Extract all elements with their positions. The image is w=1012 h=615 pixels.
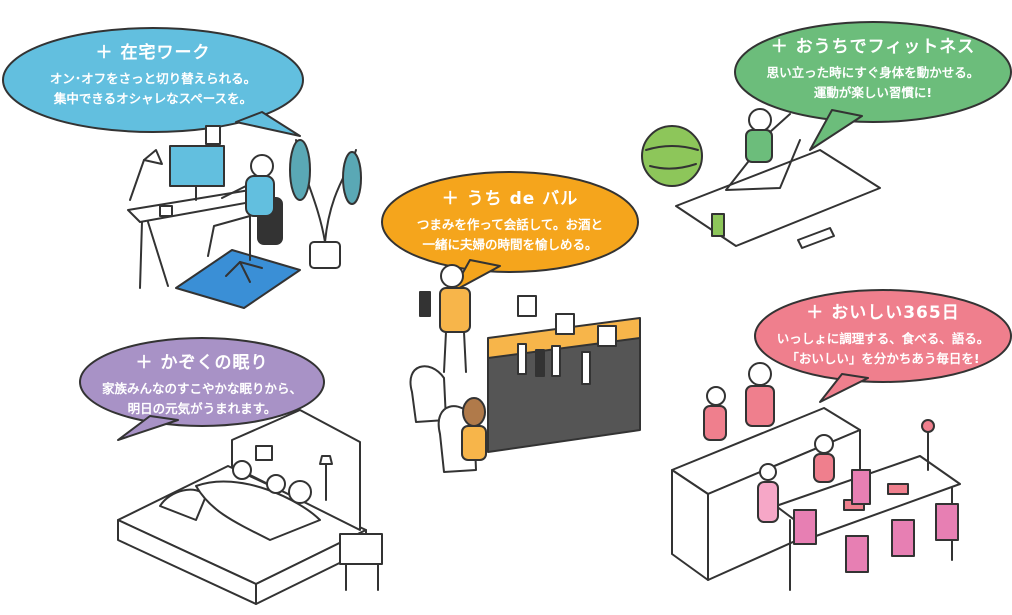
bed-illustration [117, 409, 383, 605]
bubble-fitness-line1: 思い立った時にすぐ身体を動かせる。 [766, 65, 980, 80]
bubble-work: ＋ 在宅ワーク オン･オフをさっと切り替えられる。 集中できるオシャレなスペース… [8, 38, 298, 109]
bubble-eat-line1: いっしょに調理する、食べる、語る。 [776, 331, 990, 346]
bubble-sleep-title: ＋ かぞくの眠り [135, 353, 269, 373]
bubble-bar-shape [381, 171, 639, 293]
bubble-work-title: ＋ 在宅ワーク [95, 43, 211, 63]
kitchen-illustration [671, 362, 961, 591]
bubble-work-line2: 集中できるオシャレなスペースを。 [53, 91, 253, 106]
bubble-fitness-shape [734, 21, 1012, 151]
bubble-bar-title: ＋ うち de バル [441, 189, 579, 209]
desk-illustration [127, 125, 362, 309]
bubble-work-shape [2, 27, 304, 137]
bubble-bar: ＋ うち de バル つまみを作って会話して。お酒と 一緒に夫婦の時間を愉しめる… [390, 184, 630, 255]
bubble-fitness: ＋ おうちでフィットネス 思い立った時にすぐ身体を動かせる。 運動が楽しい習慣に… [742, 32, 1004, 103]
bubble-bar-line1: つまみを作って会話して。お酒と [416, 217, 604, 232]
bubble-sleep-line2: 明日の元気がうまれます。 [127, 401, 277, 416]
bubble-fitness-line2: 運動が楽しい習慣に! [813, 85, 933, 100]
bubble-sleep-shape [79, 337, 325, 441]
bubble-fitness-title: ＋ おうちでフィットネス [770, 37, 976, 57]
bar-illustration [409, 264, 641, 473]
bubble-eat-shape [754, 289, 1012, 403]
bubble-sleep: ＋ かぞくの眠り 家族みんなのすこやかな眠りから、 明日の元気がうまれます。 [88, 348, 316, 419]
bubble-sleep-line1: 家族みんなのすこやかな眠りから、 [101, 381, 302, 396]
bubble-eat-title: ＋ おいしい365日 [806, 303, 960, 323]
bubble-work-line1: オン･オフをさっと切り替えられる。 [49, 71, 257, 86]
bubble-bar-line2: 一緒に夫婦の時間を愉しめる。 [422, 237, 598, 252]
bubble-eat: ＋ おいしい365日 いっしょに調理する、食べる、語る。 「おいしい」を分かちあ… [760, 298, 1006, 369]
yoga-illustration [641, 108, 881, 249]
bubble-eat-line2: 「おいしい」を分かちあう毎日を! [786, 351, 980, 366]
